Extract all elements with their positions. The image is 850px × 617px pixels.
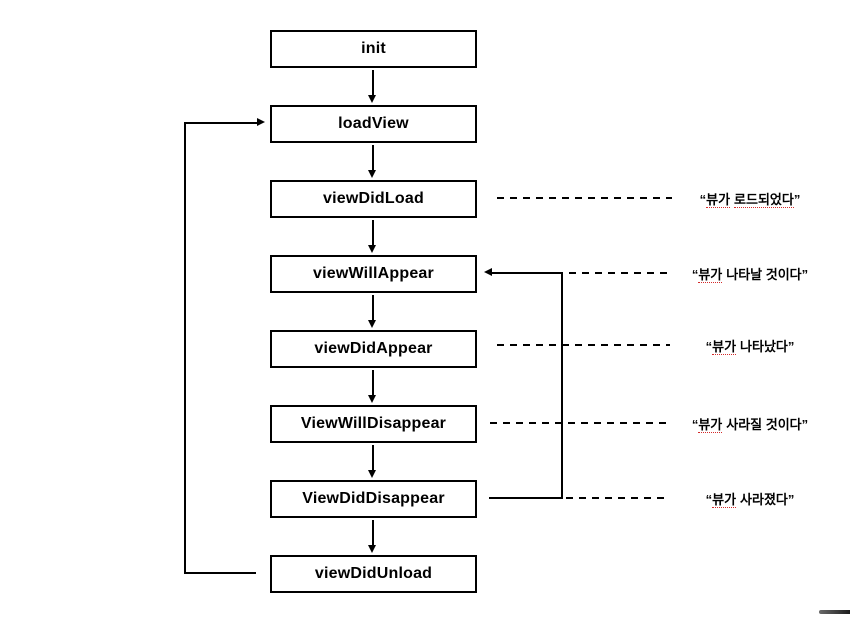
- annotation-word: 뷰가: [698, 267, 723, 283]
- flow-arrowhead-down-icon: [368, 470, 376, 478]
- annotation-word: 사라졌다: [740, 492, 788, 507]
- loop-left-vertical-line: [184, 122, 186, 573]
- open-quote: “: [705, 492, 713, 507]
- annotation-word: 나타날 것이다: [726, 267, 802, 282]
- loop-top-horizontal-line: [184, 122, 257, 124]
- annotation-word: 나타났다: [740, 339, 788, 354]
- flow-arrow-line: [372, 295, 374, 321]
- flow-arrowhead-down-icon: [368, 320, 376, 328]
- connector-top-horizontal-line: [492, 272, 562, 274]
- annotation-word: 뷰가: [706, 192, 731, 208]
- close-quote: ”: [787, 492, 795, 507]
- node-viewdiddisappear: ViewDidDisappear: [270, 480, 477, 518]
- flow-arrow-line: [372, 445, 374, 471]
- annotation-word: 로드되었다: [734, 192, 794, 208]
- loop-bottom-horizontal-line: [184, 572, 256, 574]
- node-viewdidappear-label: viewDidAppear: [314, 340, 433, 357]
- flow-arrowhead-down-icon: [368, 170, 376, 178]
- node-viewwillappear: viewWillAppear: [270, 255, 477, 293]
- node-viewwilldisappear: ViewWillDisappear: [270, 405, 477, 443]
- node-viewwillappear-label: viewWillAppear: [313, 265, 434, 282]
- node-viewdiddisappear-label: ViewDidDisappear: [302, 490, 445, 507]
- connector-bottom-horizontal-line: [489, 497, 562, 499]
- connector-arrowhead-left-icon: [484, 268, 492, 276]
- flow-arrow-line: [372, 220, 374, 246]
- node-loadview: loadView: [270, 105, 477, 143]
- bottom-right-bar: [819, 610, 850, 614]
- node-viewdidload-label: viewDidLoad: [323, 190, 424, 207]
- flow-arrowhead-down-icon: [368, 545, 376, 553]
- flow-arrow-line: [372, 70, 374, 96]
- connector-right-vertical-line: [561, 272, 563, 499]
- dashed-leader-viewwillappear: [569, 272, 670, 274]
- open-quote: “: [699, 192, 707, 207]
- flow-arrow-line: [372, 520, 374, 546]
- open-quote: “: [691, 417, 699, 432]
- node-viewdidunload: viewDidUnload: [270, 555, 477, 593]
- dashed-leader-viewdiddisappear: [566, 497, 668, 499]
- node-loadview-label: loadView: [338, 115, 409, 132]
- node-viewwilldisappear-label: ViewWillDisappear: [300, 415, 447, 432]
- loop-arrowhead-right-icon: [257, 118, 265, 126]
- close-quote: ”: [787, 339, 795, 354]
- flow-arrowhead-down-icon: [368, 395, 376, 403]
- node-init-label: init: [361, 40, 386, 57]
- flow-arrowhead-down-icon: [368, 245, 376, 253]
- open-quote: “: [691, 267, 699, 282]
- annotation-word: 뷰가: [712, 339, 737, 355]
- close-quote: ”: [793, 192, 801, 207]
- flow-arrowhead-down-icon: [368, 95, 376, 103]
- dashed-leader-viewdidload: [497, 197, 672, 199]
- close-quote: ”: [801, 417, 809, 432]
- annotation-word: 뷰가: [712, 492, 737, 508]
- node-viewdidunload-label: viewDidUnload: [314, 565, 433, 582]
- flow-arrow-line: [372, 370, 374, 396]
- flow-arrow-line: [372, 145, 374, 171]
- node-viewdidload: viewDidLoad: [270, 180, 477, 218]
- close-quote: ”: [801, 267, 809, 282]
- node-init: init: [270, 30, 477, 68]
- open-quote: “: [705, 339, 713, 354]
- dashed-leader-viewwilldisappear: [490, 422, 666, 424]
- node-viewdidappear: viewDidAppear: [270, 330, 477, 368]
- annotation-word: 사라질 것이다: [726, 417, 802, 432]
- annotation-word: 뷰가: [698, 417, 723, 433]
- dashed-leader-viewdidappear: [497, 344, 670, 346]
